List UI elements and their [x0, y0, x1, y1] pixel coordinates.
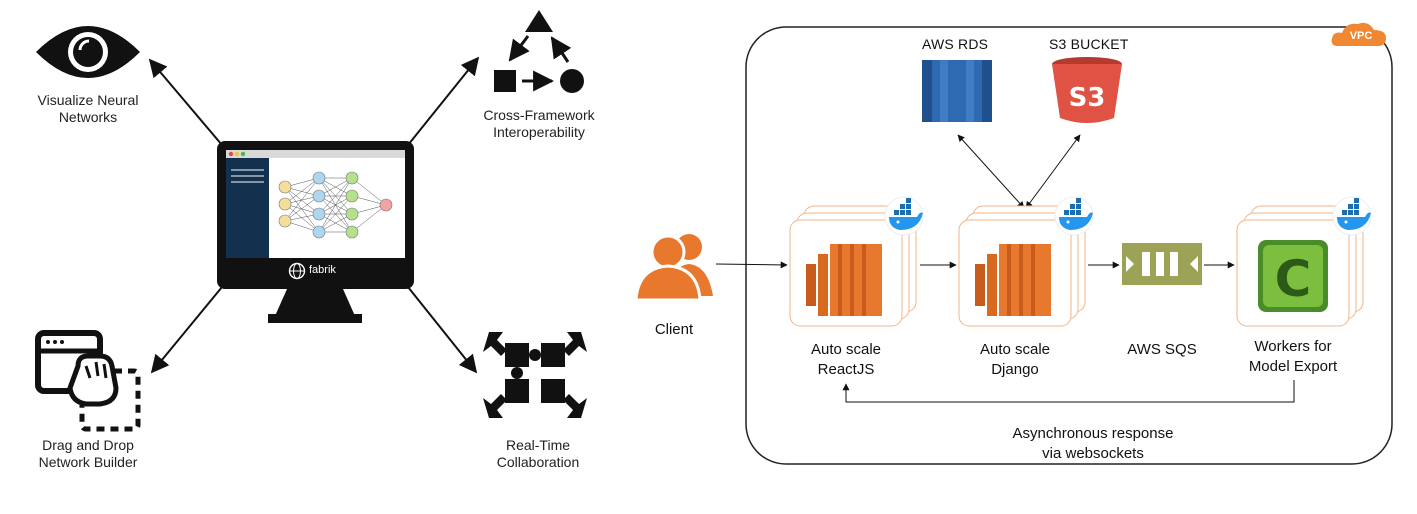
nn-node [345, 171, 359, 185]
nn-node [278, 197, 292, 211]
monitor-icon [217, 141, 414, 323]
nn-node [312, 225, 326, 239]
nn-node [312, 207, 326, 221]
nn-edge [284, 203, 320, 233]
puzzle-collaboration-icon [483, 332, 587, 418]
s3-bucket-icon: S3 [1052, 57, 1122, 123]
aws-rds-icon [922, 60, 992, 122]
nn-edge [284, 186, 320, 215]
celery-letter: C [1275, 250, 1312, 308]
vpc-badge: VPC [1336, 22, 1386, 48]
arrow-s3-django [1025, 134, 1081, 209]
nn-node [345, 207, 359, 221]
nn-node [345, 189, 359, 203]
vpc-cloud-icon [1331, 22, 1386, 46]
docker-whale-icon [1332, 196, 1372, 236]
arrow-drag [150, 286, 223, 374]
ec2-icon [806, 244, 882, 316]
arrow-realtime [407, 286, 478, 374]
shapes-cycle-icon [494, 10, 584, 93]
nn-node [312, 171, 326, 185]
sqs-label: AWS SQS [1127, 341, 1197, 358]
nn-edge [284, 177, 320, 205]
nn-edge [351, 177, 387, 206]
docker-whale-icon [1054, 196, 1094, 236]
nn-node [312, 189, 326, 203]
rds-label: AWS RDS [922, 36, 989, 52]
arrow-client-react [715, 261, 788, 269]
arrow-async-response [842, 380, 1295, 403]
fabrik-logo: fabrik [288, 262, 344, 280]
arrow-cross [407, 56, 480, 146]
nn-node [278, 180, 292, 194]
nn-edge [318, 177, 353, 233]
workers-group: C [1236, 205, 1364, 327]
fabrik-brand-text: fabrik [309, 264, 336, 276]
drag-drop-icon [35, 330, 141, 432]
eye-icon [36, 26, 140, 78]
aws-sqs-icon [1122, 243, 1202, 285]
s3-logo-text: S3 [1069, 83, 1106, 113]
celery-icon: C [1258, 240, 1328, 312]
nn-node [379, 198, 393, 212]
django-autoscale-group [958, 205, 1086, 327]
nn-edge [284, 186, 320, 233]
nn-edge [284, 195, 320, 222]
client-label: Client [654, 321, 694, 338]
ec2-icon [975, 244, 1051, 316]
nn-node [278, 214, 292, 228]
docker-whale-icon [884, 196, 924, 236]
arrow-visualize [148, 58, 223, 146]
arrow-rds-django [957, 134, 1025, 209]
client-users-icon [634, 234, 713, 302]
nn-edge [318, 195, 353, 233]
fabrik-globe-icon [288, 262, 306, 280]
s3-label: S3 BUCKET [1049, 36, 1129, 52]
vpc-boundary [745, 26, 1393, 465]
nn-edge [318, 177, 353, 215]
nn-edge [351, 204, 387, 233]
nn-node [345, 225, 359, 239]
vpc-label: VPC [1349, 30, 1373, 42]
react-autoscale-group [789, 205, 917, 327]
nn-edge [284, 177, 320, 222]
